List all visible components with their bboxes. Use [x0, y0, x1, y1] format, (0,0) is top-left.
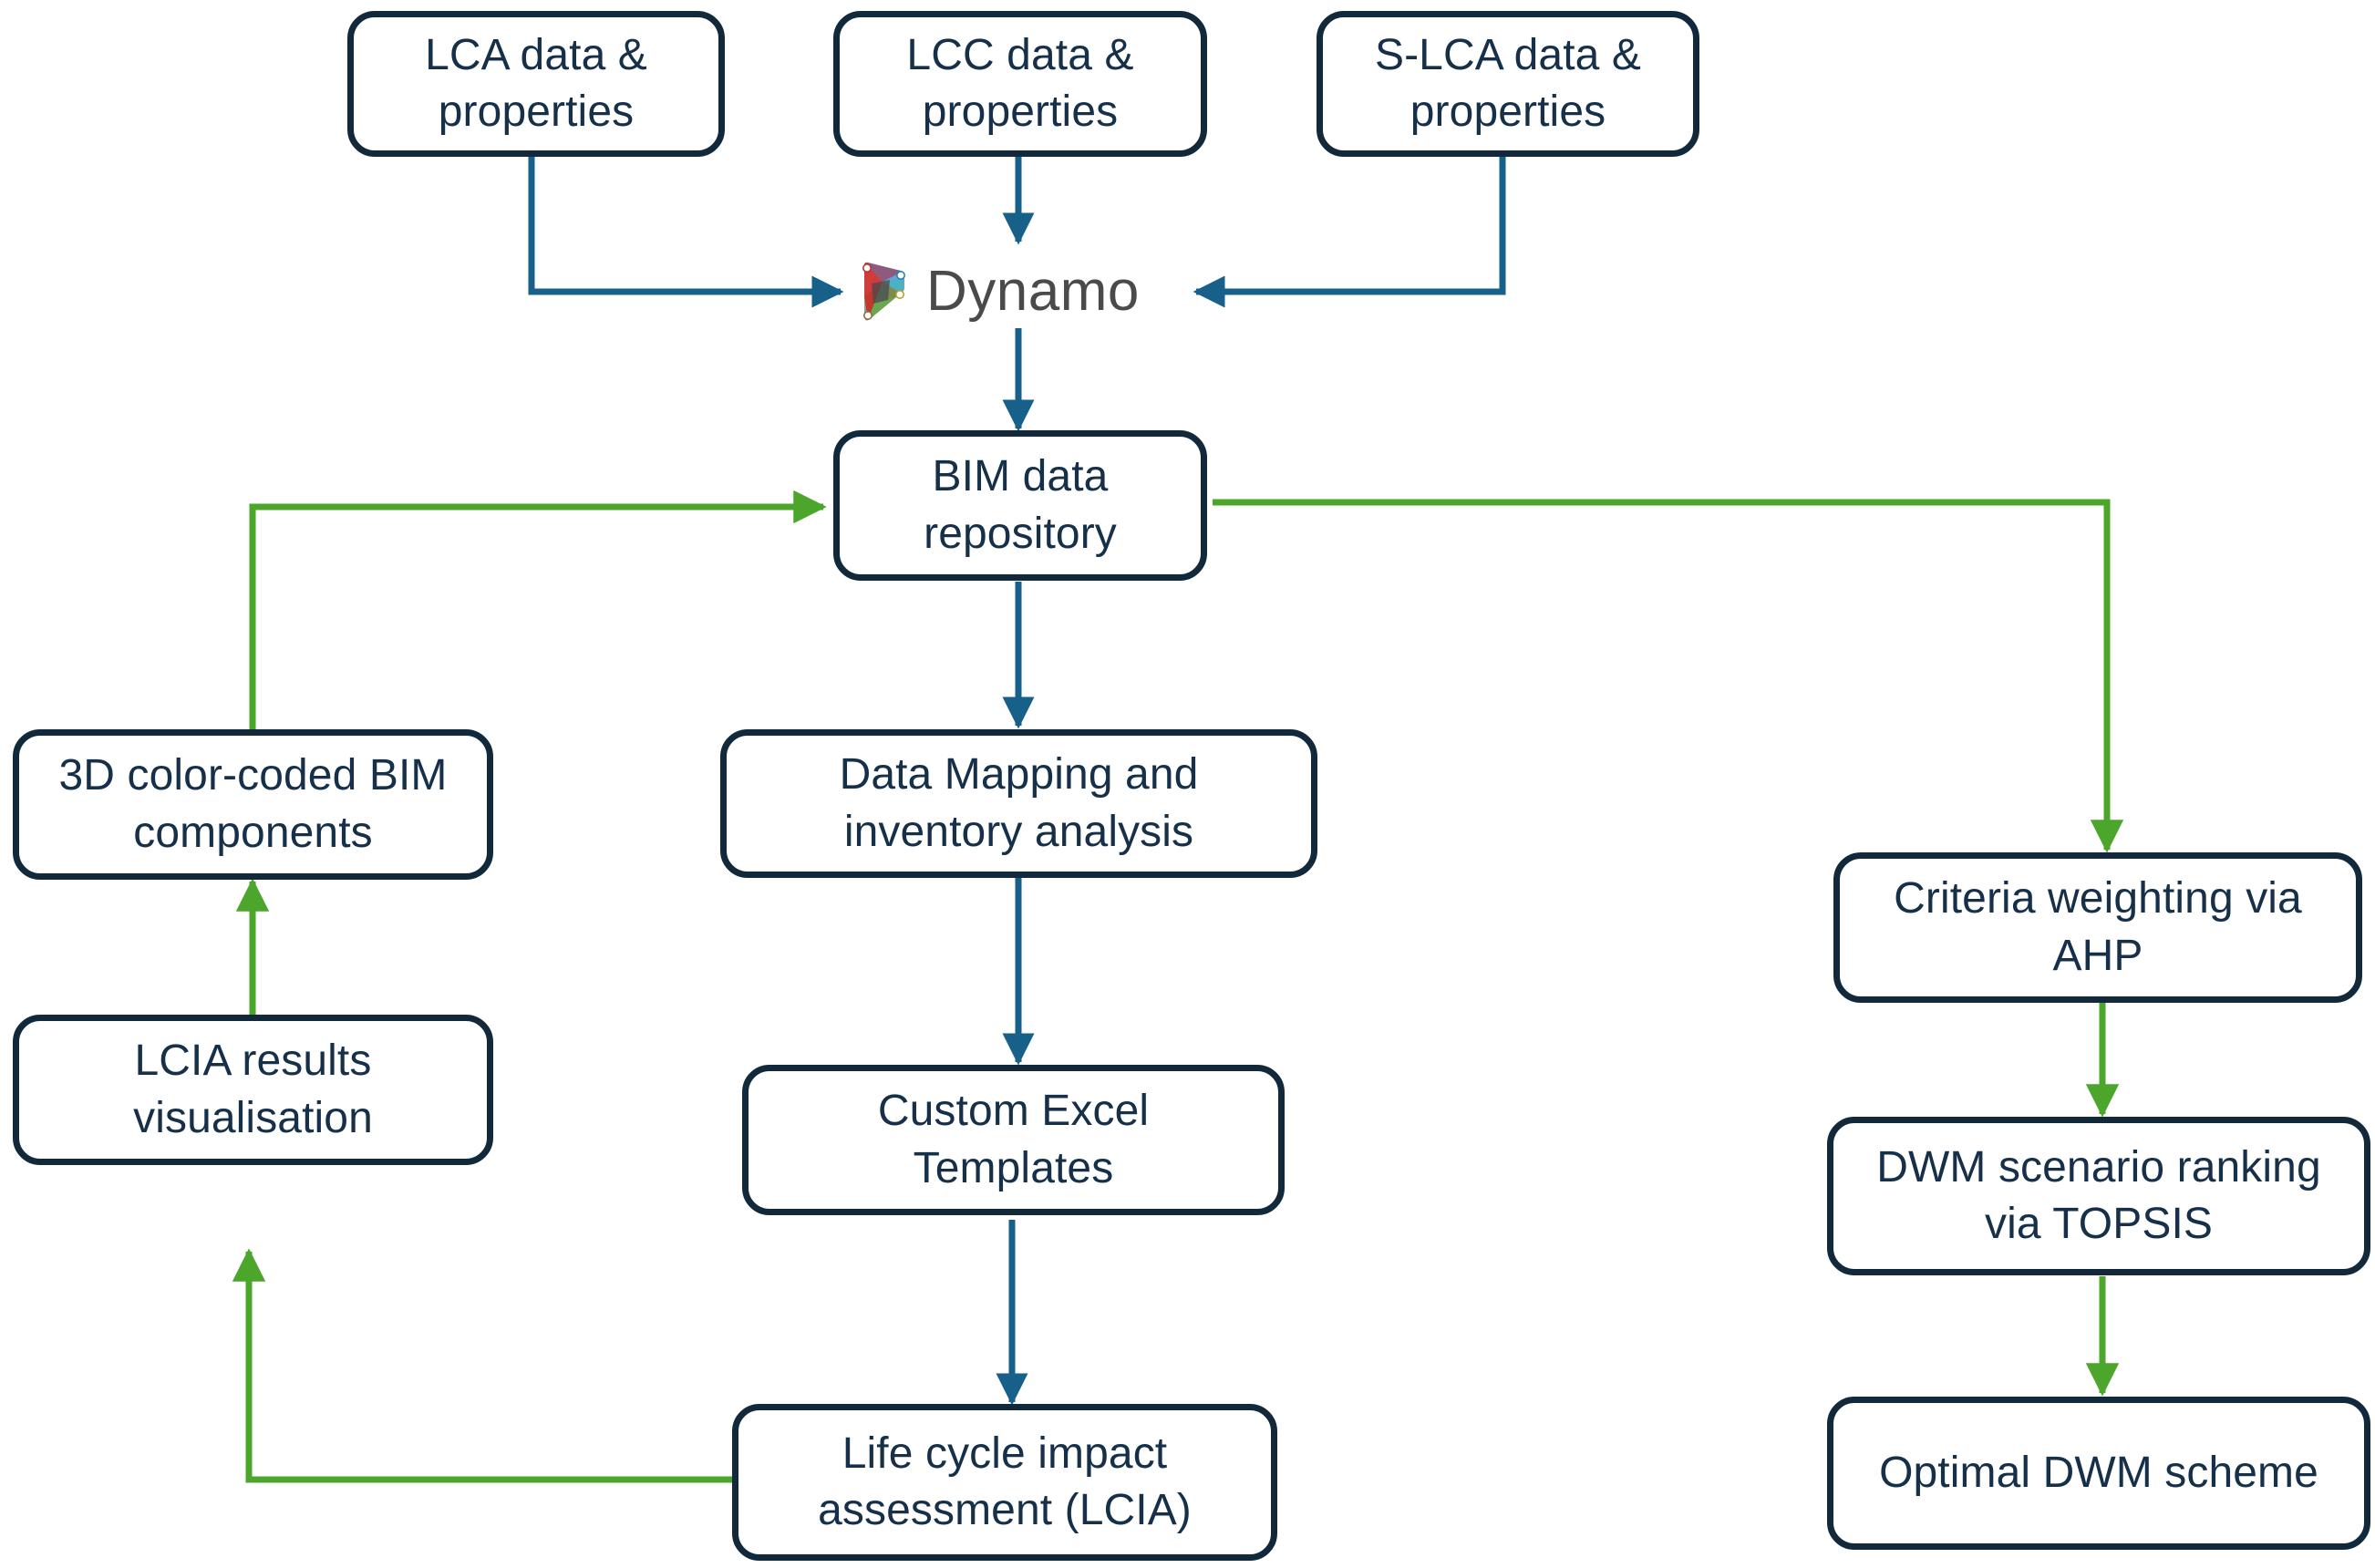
node-data-mapping[interactable]: Data Mapping and inventory analysis [720, 729, 1317, 878]
edge-bim-repository-to-bim-components [249, 490, 827, 738]
edge-lcia-to-lcia-visualisation [232, 1248, 732, 1483]
node-bim-components-line2: components [133, 808, 373, 857]
node-lcc-data-line2: properties [922, 88, 1119, 136]
node-criteria-ahp-line2: AHP [2052, 931, 2143, 980]
node-data-mapping-line1: Data Mapping and [839, 750, 1199, 799]
node-bim-repository[interactable]: BIM data repository [833, 430, 1207, 581]
node-lca-data[interactable]: LCA data & properties [347, 11, 725, 157]
node-slca-data[interactable]: S-LCA data & properties [1317, 11, 1699, 157]
node-lca-data-line1: LCA data & [425, 30, 647, 79]
node-bim-components-label: 3D color-coded BIM components [32, 748, 474, 861]
edge-lca-to-dynamo [528, 155, 844, 308]
node-data-mapping-label: Data Mapping and inventory analysis [739, 747, 1298, 861]
node-dwm-topsis-line1: DWM scenario ranking [1876, 1142, 2321, 1191]
node-lcia-line1: Life cycle impact [842, 1429, 1168, 1478]
node-lcc-data-label: LCC data & properties [852, 27, 1188, 141]
node-lcia-visualisation[interactable]: LCIA results visualisation [13, 1015, 493, 1165]
node-optimal-dwm-line1: Optimal DWM scheme [1879, 1448, 2318, 1497]
node-lcc-data-line1: LCC data & [906, 30, 1134, 79]
node-excel-templates-line1: Custom Excel [877, 1087, 1150, 1136]
node-dynamo[interactable]: Dynamo [855, 260, 1140, 324]
node-lcia[interactable]: Life cycle impact assessment (LCIA) [732, 1404, 1277, 1561]
node-slca-data-label: S-LCA data & properties [1336, 27, 1680, 141]
node-dwm-topsis-line2: via TOPSIS [1985, 1200, 2213, 1248]
edge-bim-repository-to-criteria-ahp [1213, 499, 2124, 853]
node-lcia-visualisation-line2: visualisation [133, 1093, 373, 1142]
node-bim-repository-line1: BIM data [932, 452, 1109, 501]
node-optimal-dwm[interactable]: Optimal DWM scheme [1827, 1397, 2370, 1550]
node-slca-data-line1: S-LCA data & [1374, 30, 1642, 79]
node-lca-data-line2: properties [438, 88, 635, 136]
node-dwm-topsis[interactable]: DWM scenario ranking via TOPSIS [1827, 1117, 2370, 1275]
node-lcc-data[interactable]: LCC data & properties [833, 11, 1207, 157]
node-bim-components-line1: 3D color-coded BIM [58, 751, 448, 800]
node-lcia-line2: assessment (LCIA) [818, 1486, 1192, 1534]
node-optimal-dwm-label: Optimal DWM scheme [1846, 1445, 2351, 1501]
node-excel-templates-line2: Templates [913, 1143, 1114, 1192]
edge-slca-to-dynamo [1193, 155, 1506, 308]
node-criteria-ahp-line1: Criteria weighting via [1894, 874, 2302, 923]
node-dwm-topsis-label: DWM scenario ranking via TOPSIS [1846, 1140, 2351, 1253]
node-lcia-label: Life cycle impact assessment (LCIA) [751, 1426, 1258, 1540]
node-bim-repository-line2: repository [924, 509, 1117, 558]
node-lcia-visualisation-line1: LCIA results [134, 1037, 372, 1086]
node-data-mapping-line2: inventory analysis [843, 807, 1194, 856]
node-lca-data-label: LCA data & properties [367, 27, 706, 141]
node-bim-components[interactable]: 3D color-coded BIM components [13, 729, 493, 880]
node-lcia-visualisation-label: LCIA results visualisation [32, 1033, 474, 1147]
dynamo-wordmark: Dynamo [926, 260, 1140, 323]
node-bim-repository-label: BIM data repository [852, 449, 1188, 562]
dynamo-logo-icon [855, 260, 912, 324]
node-slca-data-line2: properties [1410, 88, 1606, 136]
